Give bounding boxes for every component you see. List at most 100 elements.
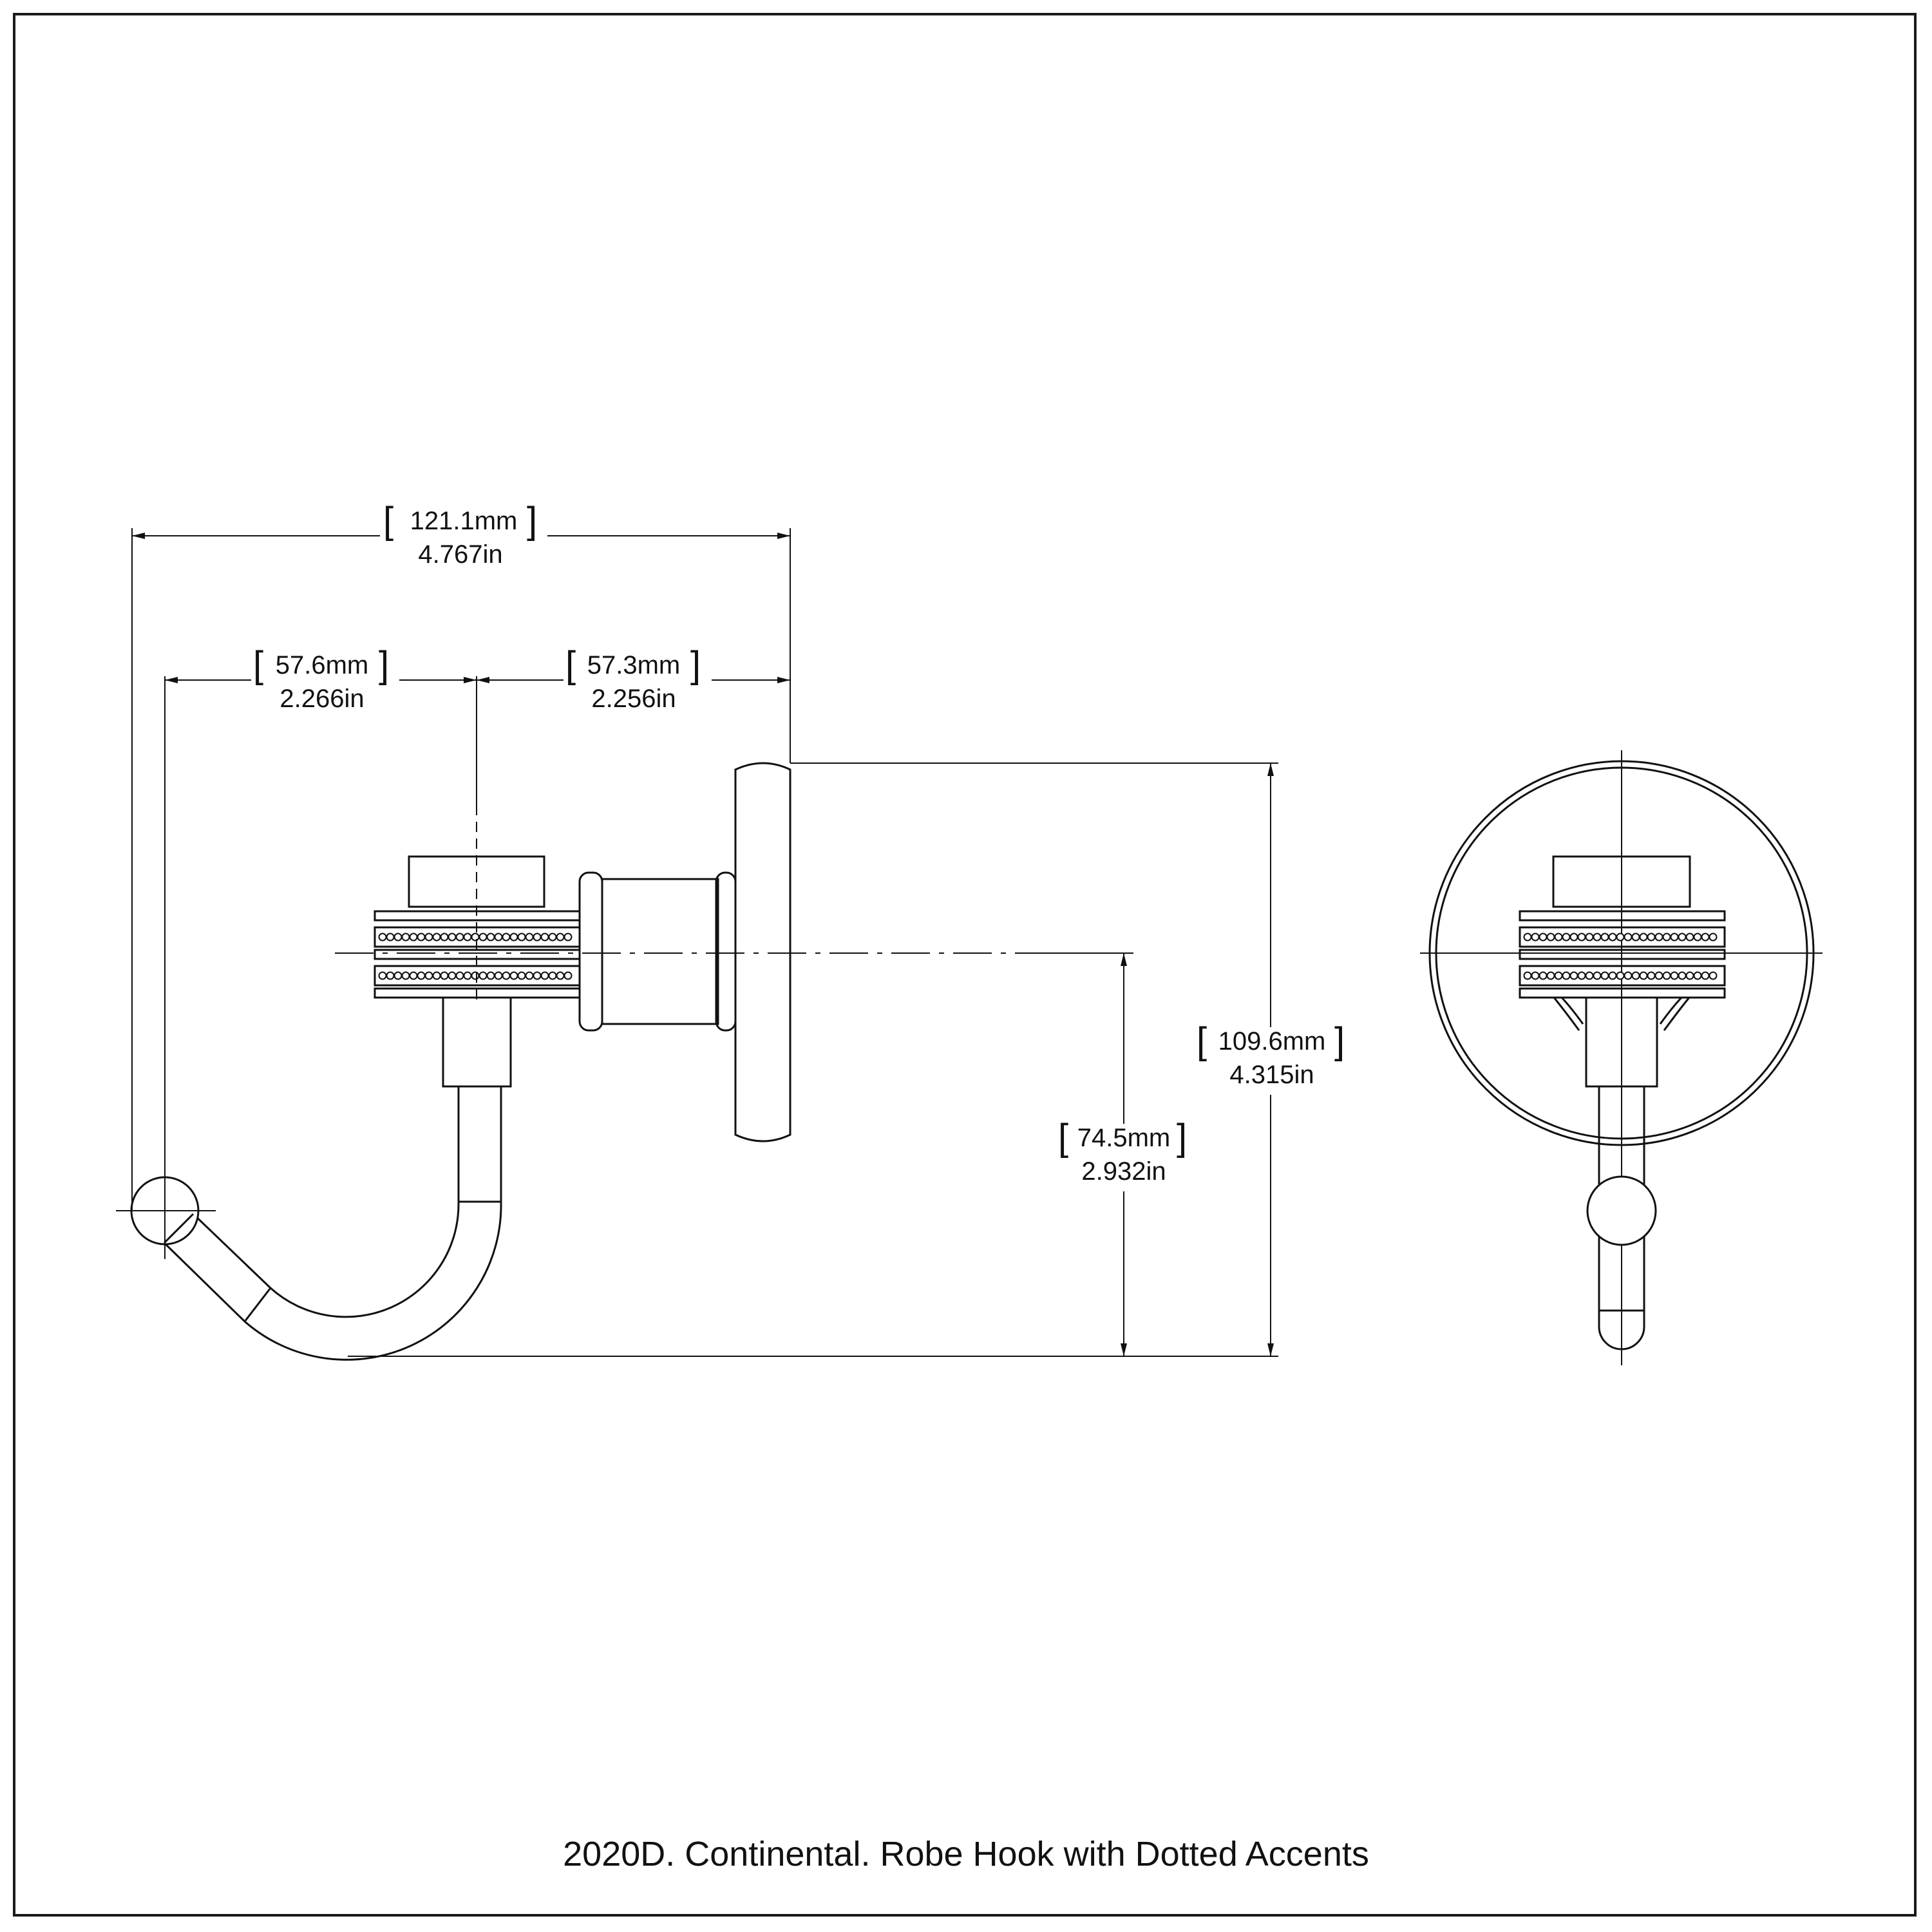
accent-dot: [1624, 971, 1633, 980]
accent-dot: [432, 933, 441, 942]
dim-post-depth: [ 57.3mm ] 2.256in: [565, 644, 701, 713]
accent-dot: [1562, 971, 1571, 980]
accent-dot: [1678, 933, 1687, 942]
accent-dot: [1577, 933, 1586, 942]
dim-center-to-bottom: [ 74.5mm ] 2.932in: [1058, 1117, 1187, 1186]
svg-text:]: ]: [1177, 1117, 1187, 1159]
hook-stem: [442, 996, 512, 1088]
accent-dot: [556, 933, 565, 942]
accent-dot: [1709, 971, 1718, 980]
accent-dot: [1546, 933, 1555, 942]
accent-dot: [1639, 971, 1648, 980]
accent-dot: [1608, 933, 1617, 942]
front-view: [1420, 750, 1823, 1365]
dim-overall-height: [ 109.6mm ] 4.315in: [1197, 1020, 1345, 1089]
accent-dot: [1678, 971, 1687, 980]
accent-dot: [517, 933, 526, 942]
accent-dot: [455, 933, 464, 942]
accent-dot: [1709, 933, 1718, 942]
accent-dot: [1585, 971, 1594, 980]
accent-dot: [1631, 971, 1640, 980]
drawing-frame: [13, 13, 1917, 1917]
accent-dot: [440, 933, 449, 942]
accent-dot: [564, 933, 573, 942]
accent-dot: [378, 933, 387, 942]
accent-dot: [1562, 933, 1571, 942]
accent-dot: [548, 971, 557, 980]
accent-dot: [1685, 971, 1694, 980]
accent-dot: [1569, 971, 1578, 980]
accent-dot: [417, 933, 426, 942]
accent-dot: [1631, 933, 1640, 942]
accent-dot: [393, 933, 402, 942]
dim-hook-reach-mm: 57.6mm: [276, 651, 369, 679]
dim-overall-depth-mm: 121.1mm: [410, 507, 518, 535]
dim-post-depth-in: 2.256in: [591, 685, 676, 713]
accent-dot: [1600, 933, 1609, 942]
dim-hook-reach-in: 2.266in: [279, 685, 364, 713]
accent-dot: [1554, 971, 1563, 980]
accent-dot: [1554, 933, 1563, 942]
post-collar-left: [578, 871, 603, 1032]
accent-dot: [494, 971, 503, 980]
accent-dot: [478, 933, 488, 942]
accent-dot: [533, 971, 542, 980]
accent-dot: [424, 971, 433, 980]
accent-dot: [1654, 971, 1663, 980]
accent-dot: [448, 933, 457, 942]
accent-dot: [494, 933, 503, 942]
accent-dot: [409, 933, 418, 942]
accent-dot: [540, 971, 549, 980]
accent-dot: [424, 933, 433, 942]
accent-dot: [471, 971, 480, 980]
accent-dot: [1616, 971, 1625, 980]
accent-dot: [509, 971, 518, 980]
svg-text:[: [: [253, 644, 263, 686]
svg-text:]: ]: [379, 644, 389, 686]
accent-dot: [432, 971, 441, 980]
front-hook-ball: [1586, 1175, 1657, 1246]
svg-text:]: ]: [1334, 1020, 1345, 1062]
accent-dot: [533, 933, 542, 942]
accent-dot: [517, 971, 526, 980]
accent-dot: [1693, 971, 1702, 980]
accent-dot: [1523, 971, 1532, 980]
accent-dot: [1569, 933, 1578, 942]
svg-text:[: [: [1058, 1117, 1068, 1159]
accent-dot: [1593, 971, 1602, 980]
svg-text:]: ]: [690, 644, 701, 686]
accent-dot: [463, 971, 472, 980]
accent-dot: [401, 971, 410, 980]
accent-dot: [525, 971, 534, 980]
dim-post-depth-mm: 57.3mm: [587, 651, 681, 679]
dim-overall-depth: [ 121.1mm ] 4.767in: [383, 500, 537, 569]
dim-center-to-bottom-mm: 74.5mm: [1077, 1124, 1171, 1152]
accent-dot: [1600, 971, 1609, 980]
side-view: [116, 762, 1030, 1361]
accent-dot: [1662, 933, 1671, 942]
accent-dot: [564, 971, 573, 980]
accent-dot: [1593, 933, 1602, 942]
accent-dot: [556, 971, 565, 980]
accent-dot: [486, 971, 495, 980]
dimension-lines: [131, 528, 1278, 1357]
svg-text:[: [: [1197, 1020, 1207, 1062]
accent-dot: [1585, 933, 1594, 942]
accent-dot: [1539, 933, 1548, 942]
accent-dot: [1531, 933, 1540, 942]
accent-dot: [1616, 933, 1625, 942]
accent-dot: [1546, 971, 1555, 980]
accent-dot: [1639, 933, 1648, 942]
accent-dot: [386, 933, 395, 942]
accent-dot: [471, 933, 480, 942]
accent-dot: [448, 971, 457, 980]
accent-dot: [1662, 971, 1671, 980]
accent-dot: [1624, 933, 1633, 942]
svg-text:[: [: [383, 500, 393, 542]
accent-dot: [502, 933, 511, 942]
accent-dot: [1701, 971, 1710, 980]
hook-arm-outer: [163, 1086, 502, 1361]
accent-dot: [417, 971, 426, 980]
accent-dot: [478, 971, 488, 980]
